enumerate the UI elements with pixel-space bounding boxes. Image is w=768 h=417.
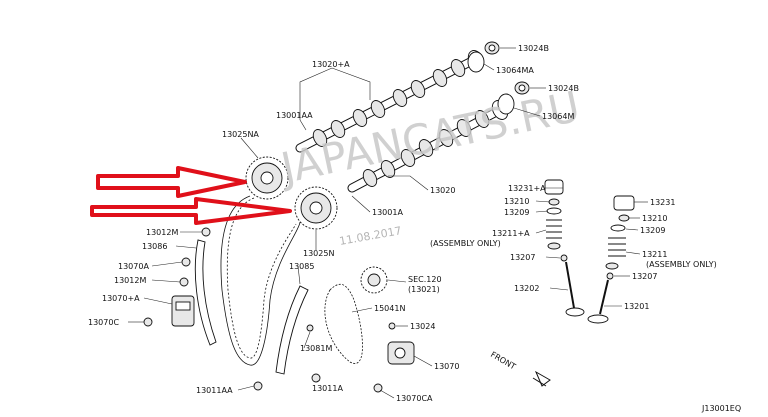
sprocket-13025na <box>245 156 289 200</box>
label-sec120-sub: (13021) <box>408 285 440 294</box>
red-arrow-upper <box>96 166 247 198</box>
label-13209-right: 13209 <box>640 226 665 235</box>
label-13024b-1: 13024B <box>518 44 549 53</box>
label-13231: 13231 <box>650 198 675 207</box>
label-13020: 13020 <box>430 186 455 195</box>
label-13070ca: 13070CA <box>396 394 433 403</box>
label-13025n: 13025N <box>303 249 334 258</box>
label-13085: 13085 <box>289 262 314 271</box>
red-arrow-lower <box>90 197 292 225</box>
sprocket-sec120 <box>360 266 388 294</box>
label-13070: 13070 <box>434 362 459 371</box>
label-13210-right: 13210 <box>642 214 667 223</box>
label-13086: 13086 <box>142 242 167 251</box>
label-13207-left: 13207 <box>510 253 535 262</box>
timing-chain-primary <box>220 195 301 366</box>
label-13012m-2: 13012M <box>114 276 146 285</box>
exhaust-camshaft <box>347 100 509 193</box>
secondary-chain <box>324 283 363 364</box>
figure-code: J13001EQ <box>701 404 741 413</box>
label-13024b-2: 13024B <box>548 84 579 93</box>
label-13011a: 13011A <box>312 384 343 393</box>
leader-lines <box>128 47 648 399</box>
label-13231a: 13231+A <box>508 184 546 193</box>
label-13211: 13211 <box>642 250 667 259</box>
cap-13064ma <box>467 51 485 73</box>
label-13211a: 13211+A <box>492 229 530 238</box>
front-arrow: FRONT <box>489 350 551 387</box>
label-13207-right: 13207 <box>632 272 657 281</box>
label-13070c: 13070C <box>88 318 119 327</box>
chain-guide-13085 <box>275 285 309 375</box>
bolts <box>143 227 396 393</box>
label-assembly-only-left: (ASSEMBLY ONLY) <box>430 239 501 248</box>
cap-13024b-top <box>484 41 500 55</box>
cap-13024b-mid <box>514 81 530 95</box>
tensioner-13070a <box>171 295 195 327</box>
label-13001aa-top: 13001AA <box>276 111 313 120</box>
tensioner-13070 <box>387 341 415 365</box>
label-13011aa: 13011AA <box>196 386 233 395</box>
label-13201: 13201 <box>624 302 649 311</box>
date-stamp: 11.08.2017 <box>338 224 402 248</box>
label-15041n: 15041N <box>374 304 405 313</box>
label-13020a: 13020+A <box>312 60 350 69</box>
label-13209-left: 13209 <box>504 208 529 217</box>
label-13202: 13202 <box>514 284 539 293</box>
front-label: FRONT <box>489 350 517 372</box>
label-13025na: 13025NA <box>222 130 259 139</box>
chain-guide-13086 <box>194 239 217 346</box>
label-13210-left: 13210 <box>504 197 529 206</box>
part-labels: 13020+A 13001AA 13025NA 13024B 13064MA 1… <box>88 44 741 413</box>
label-13001a: 13001A <box>372 208 403 217</box>
label-13070a: 13070A <box>118 262 149 271</box>
label-13012m-1: 13012M <box>146 228 178 237</box>
label-13064ma: 13064MA <box>496 66 534 75</box>
label-13081m: 13081M <box>300 344 332 353</box>
valve-assembly-left <box>544 179 585 317</box>
sprocket-13025n <box>294 186 338 230</box>
label-sec120: SEC.120 <box>408 275 442 284</box>
label-13024: 13024 <box>410 322 435 331</box>
watermark-text: JAPANCATS.RU <box>274 82 584 194</box>
label-13070plusa: 13070+A <box>102 294 140 303</box>
label-assembly-only-right: (ASSEMBLY ONLY) <box>646 260 717 269</box>
valve-assembly-right <box>587 195 635 324</box>
intake-camshaft <box>295 50 485 153</box>
label-13064m: 13064M <box>542 112 574 121</box>
cap-13064m <box>497 93 515 115</box>
